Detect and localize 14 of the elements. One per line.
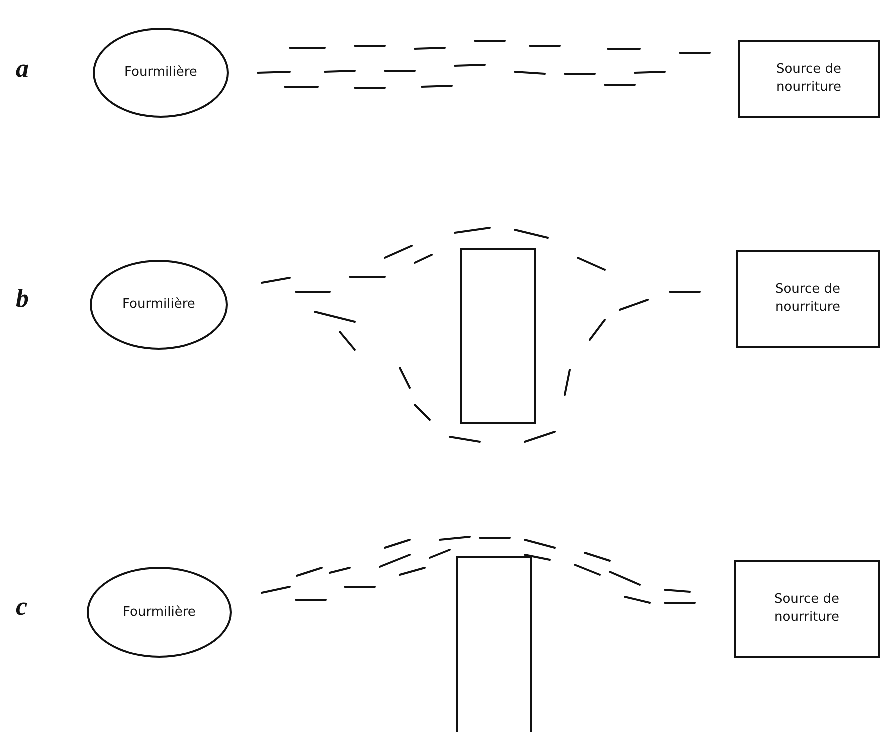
node-label: Fourmilière	[124, 64, 198, 82]
obstacle-box	[460, 248, 536, 424]
panel-letter: a	[16, 54, 29, 84]
node-label: Fourmilière	[122, 296, 196, 314]
food-source-box	[734, 560, 880, 658]
obstacle-box	[456, 556, 532, 732]
node-label: Source de nourriture	[775, 61, 843, 97]
node-label: Source de nourriture	[773, 591, 841, 627]
food-source-box	[738, 40, 880, 118]
node-label: Fourmilière	[123, 604, 196, 622]
food-source-box	[736, 250, 880, 348]
panel-letter: b	[16, 284, 29, 314]
node-label: Source de nourriture	[774, 281, 842, 317]
panel-letter: c	[16, 592, 28, 622]
